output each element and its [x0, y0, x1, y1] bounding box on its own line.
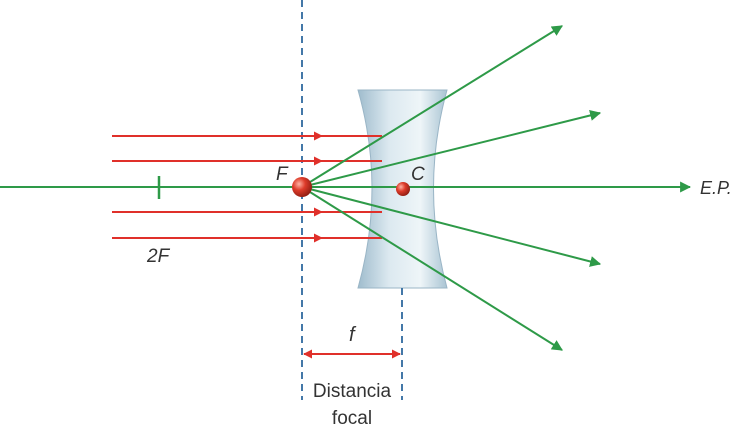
- focal-length-symbol: f: [349, 324, 357, 346]
- refracted-ray-2: [301, 110, 602, 188]
- caption-line-1: Distancia: [313, 381, 392, 402]
- caption-line-2: focal: [332, 408, 372, 429]
- double-focal-label: 2F: [146, 246, 171, 267]
- incident-rays: [112, 131, 382, 243]
- principal-axis-label: E.P.: [700, 178, 732, 198]
- refracted-ray-3: [301, 186, 602, 267]
- center-point-marker: [396, 182, 410, 196]
- focal-point-marker: [292, 177, 312, 197]
- refracted-rays: [301, 25, 602, 351]
- center-label: C: [411, 164, 425, 185]
- focal-point-label: F: [276, 164, 289, 185]
- refracted-ray-4: [301, 186, 563, 351]
- refracted-ray-1: [301, 25, 563, 188]
